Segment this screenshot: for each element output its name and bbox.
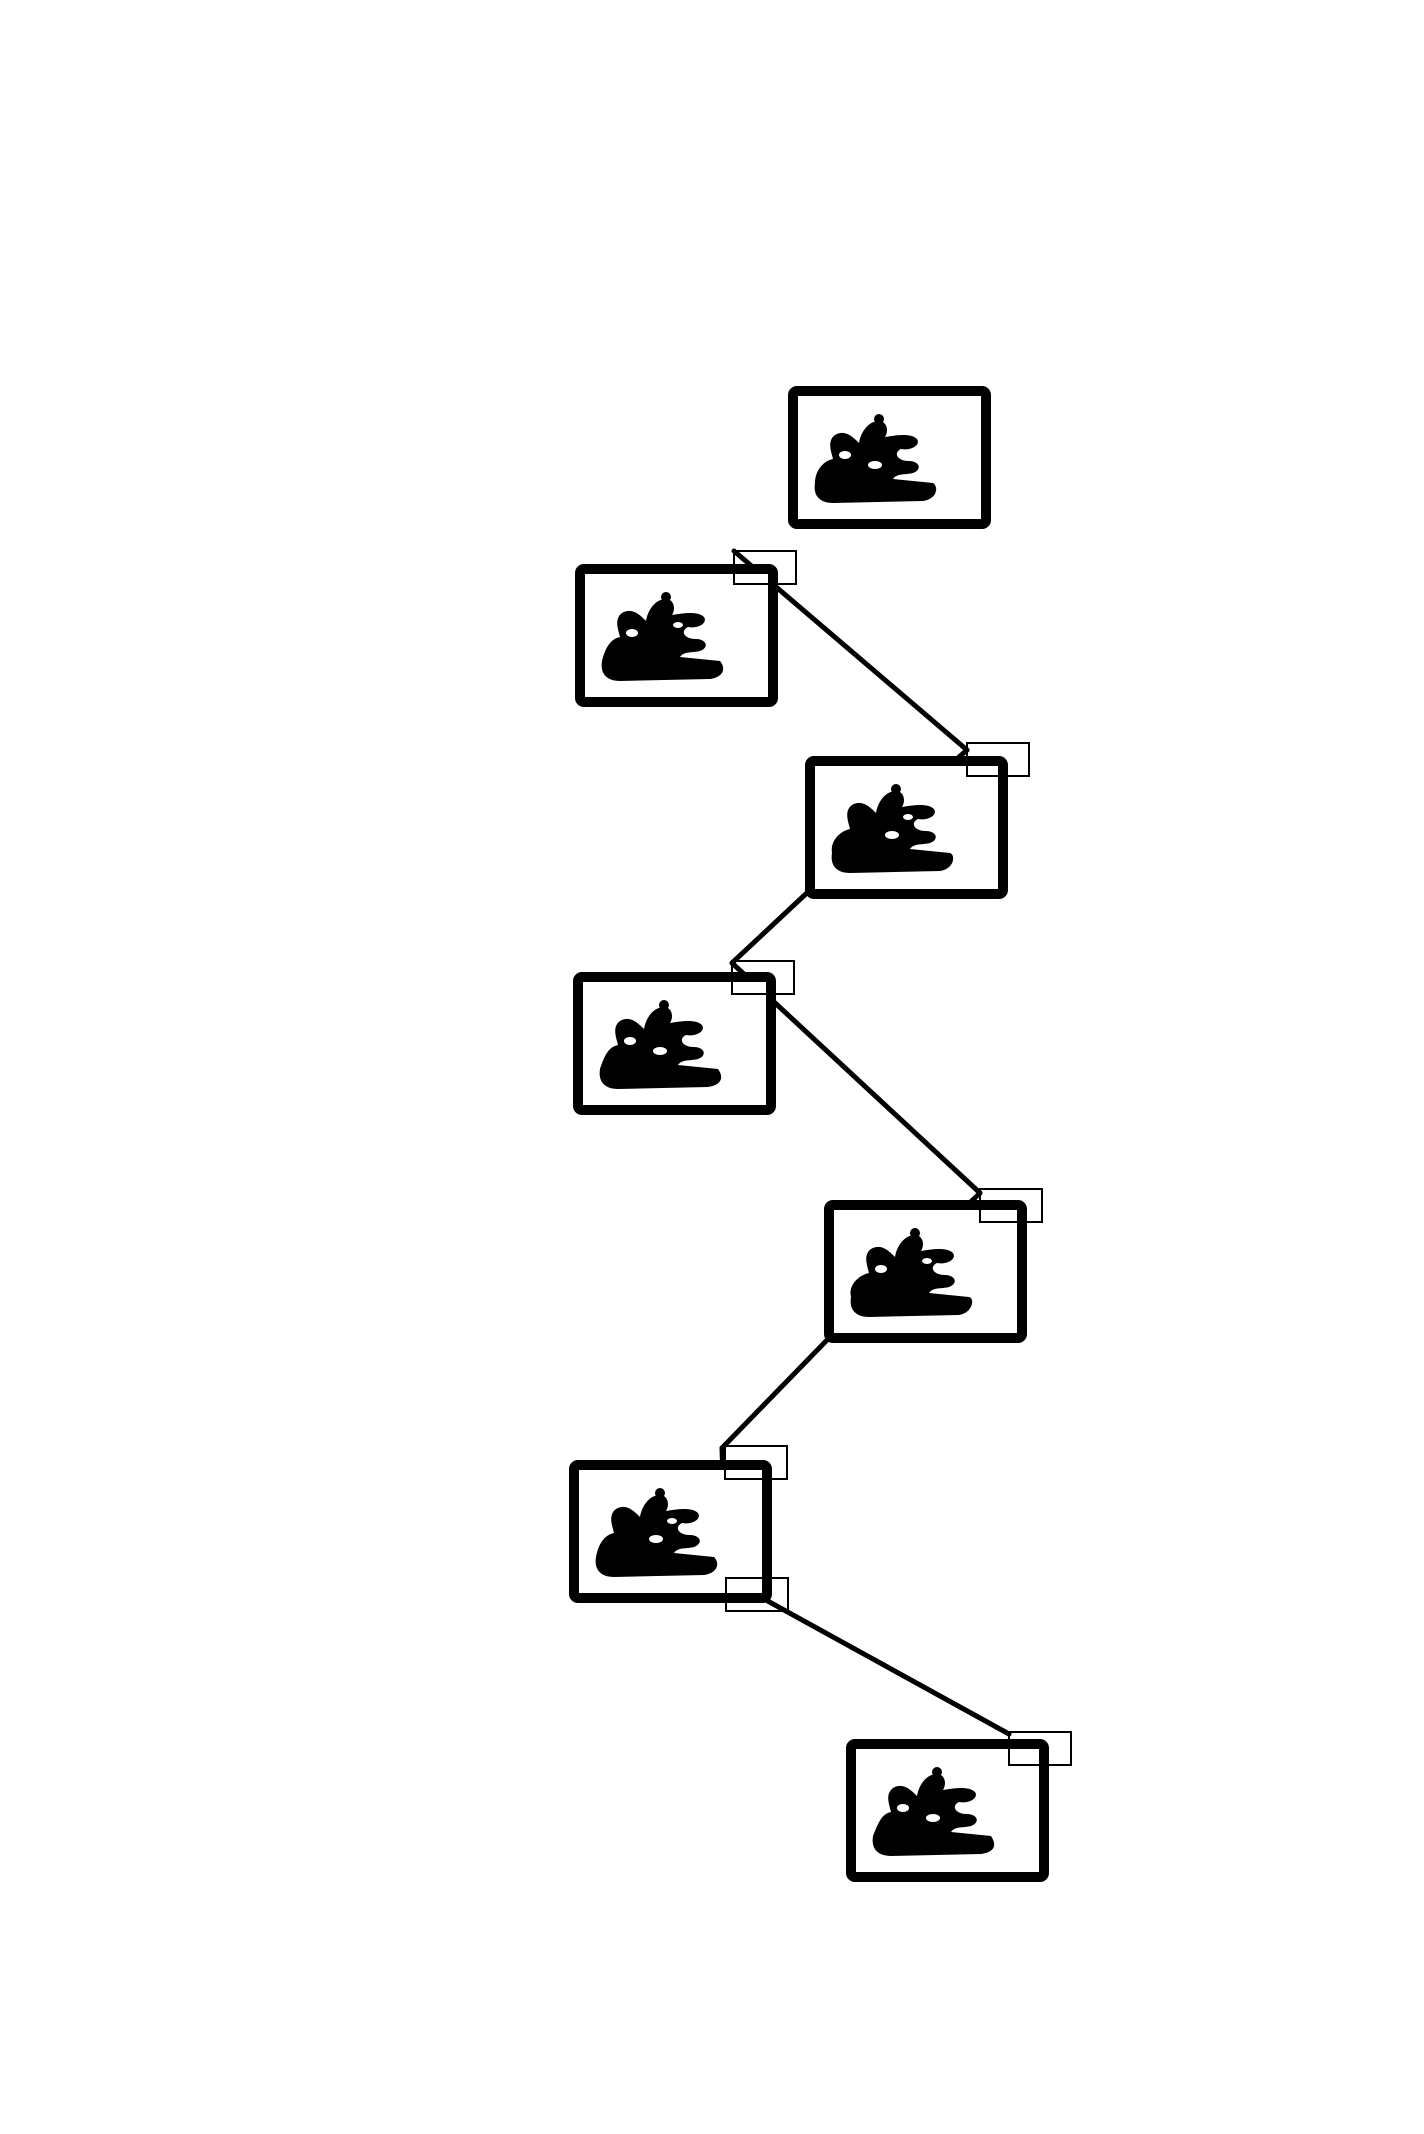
connector-6-to-7[interactable] [723, 1575, 1012, 1737]
ship-silhouette-icon [814, 414, 937, 503]
connector-handle-5[interactable] [724, 1445, 788, 1480]
ship-silhouette-icon [599, 1000, 722, 1089]
ship-silhouette-icon [850, 1228, 973, 1317]
thumbnail-5[interactable] [824, 1200, 1027, 1343]
connector-handle-4[interactable] [979, 1188, 1043, 1223]
connector-handle-1[interactable] [733, 550, 797, 585]
connector-handle-3[interactable] [731, 960, 795, 995]
thumbnail-4[interactable] [573, 972, 776, 1115]
ship-silhouette-icon [831, 784, 954, 873]
ship-silhouette-icon [601, 592, 724, 681]
thumbnails-layer [569, 386, 1049, 1882]
ship-silhouette-icon [872, 1767, 995, 1856]
thumbnail-6[interactable] [569, 1460, 772, 1603]
thumbnail-3[interactable] [805, 756, 1008, 899]
thumbnail-2[interactable] [575, 564, 778, 707]
connector-handle-2[interactable] [966, 742, 1030, 777]
ship-silhouette-icon [595, 1488, 718, 1577]
connector-handle-7[interactable] [1008, 1731, 1072, 1766]
connector-handle-6[interactable] [725, 1577, 789, 1612]
thumbnail-7[interactable] [846, 1739, 1049, 1882]
thumbnail-1[interactable] [788, 386, 991, 529]
handles-layer [724, 550, 1072, 1766]
